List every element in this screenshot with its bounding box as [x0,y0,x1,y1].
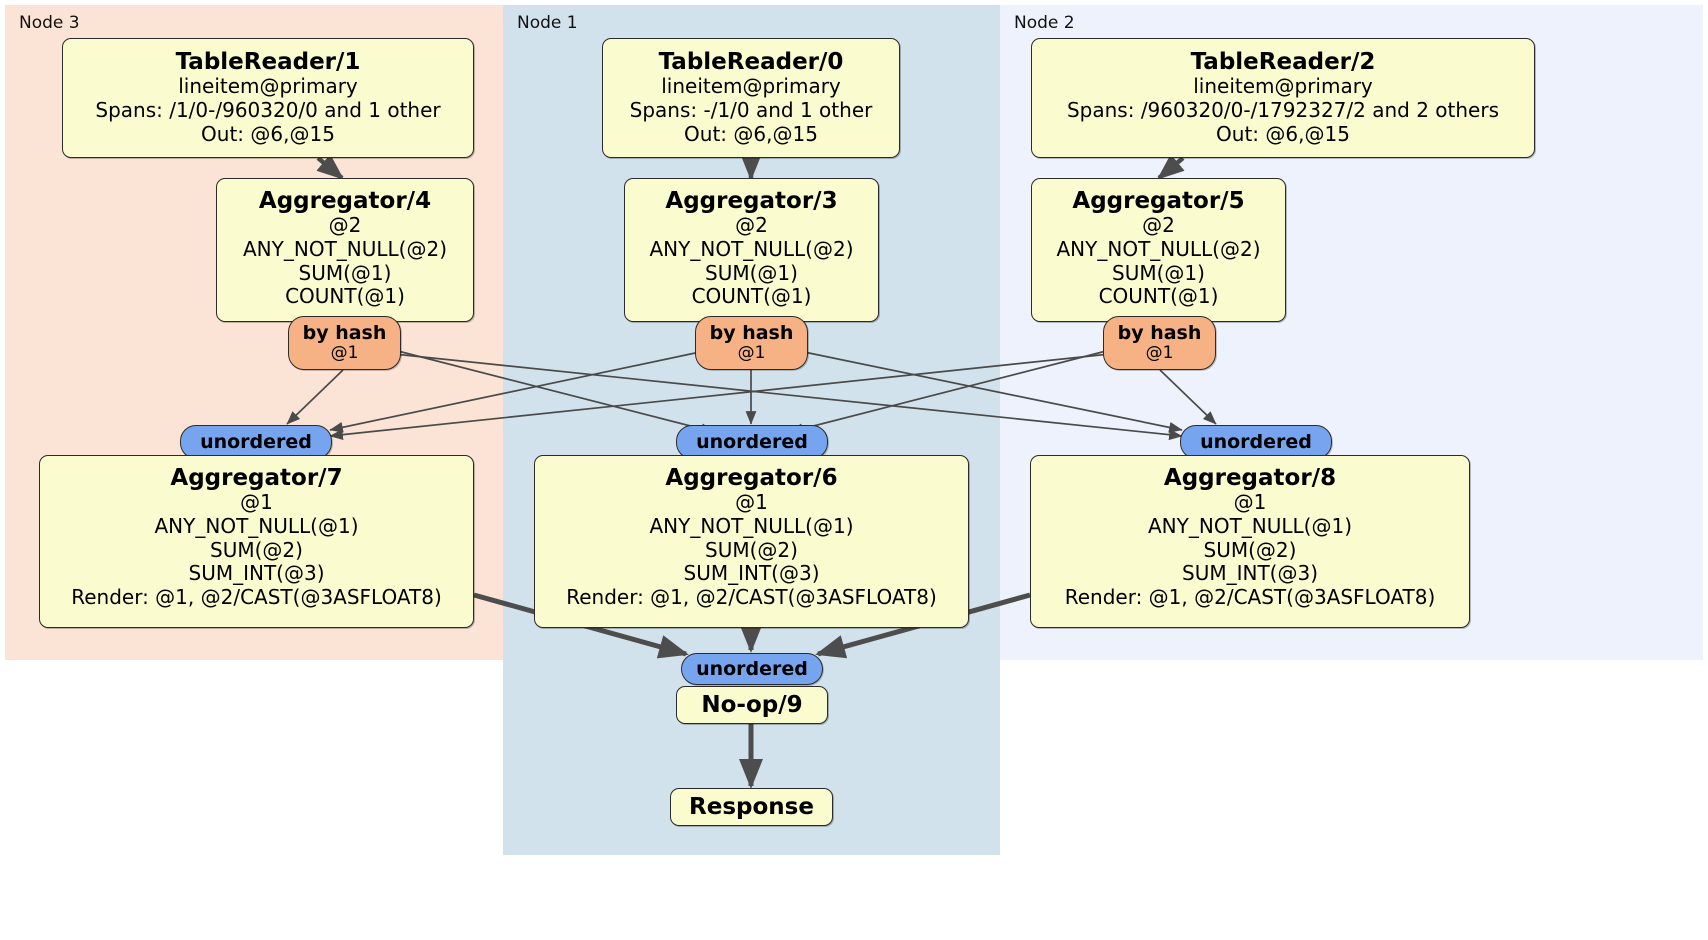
processor-line: @1 [1233,490,1267,515]
processor-line: ANY_NOT_NULL(@2) [1056,237,1261,262]
processor-line: lineitem@primary [661,74,841,99]
node-panel-label-node1: Node 1 [517,13,578,33]
processor-line: SUM_INT(@3) [683,561,820,586]
processor-title: Aggregator/4 [258,188,432,214]
processor-line: COUNT(@1) [1098,284,1219,309]
processor-aggregator7[interactable]: Aggregator/7 @1 ANY_NOT_NULL(@1) SUM(@2)… [39,455,474,628]
processor-aggregator4[interactable]: Aggregator/4 @2 ANY_NOT_NULL(@2) SUM(@1)… [216,178,474,322]
processor-line: @1 [735,490,768,515]
router-label: by hash [302,321,387,344]
processor-tablereader1[interactable]: TableReader/1 lineitem@primary Spans: /1… [62,38,474,158]
processor-line: Render: @1, @2/CAST(@3ASFLOAT8) [566,584,937,609]
processor-line: ANY_NOT_NULL(@1) [1148,514,1352,539]
synchronizer-unordered9[interactable]: unordered [681,653,823,685]
processor-aggregator6[interactable]: Aggregator/6 @1 ANY_NOT_NULL(@1) SUM(@2)… [534,455,969,628]
processor-response[interactable]: Response [670,788,833,826]
processor-tablereader2[interactable]: TableReader/2 lineitem@primary Spans: /9… [1031,38,1535,158]
synchronizer-label: unordered [696,430,808,453]
processor-line: SUM(@1) [298,260,392,285]
processor-line: SUM(@2) [210,537,303,562]
processor-line: ANY_NOT_NULL(@2) [243,237,447,262]
synchronizer-unordered7[interactable]: unordered [180,425,332,459]
processor-line: COUNT(@1) [285,284,405,309]
router-columns: @1 [330,342,359,363]
processor-line: Out: @6,@15 [684,121,818,146]
processor-line: SUM(@2) [705,537,798,562]
router-hash4[interactable]: by hash @1 [288,316,401,370]
processor-line: SUM_INT(@3) [1182,561,1318,586]
processor-aggregator3[interactable]: Aggregator/3 @2 ANY_NOT_NULL(@2) SUM(@1)… [624,178,879,322]
processor-aggregator8[interactable]: Aggregator/8 @1 ANY_NOT_NULL(@1) SUM(@2)… [1030,455,1470,628]
processor-noop9[interactable]: No-op/9 [676,686,828,724]
processor-line: Spans: /960320/0-/1792327/2 and 2 others [1066,98,1499,123]
processor-tablereader0[interactable]: TableReader/0 lineitem@primary Spans: -/… [602,38,900,158]
router-columns: @1 [1145,342,1174,363]
router-columns: @1 [737,342,766,363]
processor-title: Aggregator/5 [1072,188,1245,214]
processor-line: lineitem@primary [178,74,358,99]
processor-line: @2 [1142,213,1175,238]
processor-title: Aggregator/6 [665,465,838,491]
processor-title: TableReader/0 [658,49,844,75]
processor-line: @2 [735,213,768,238]
router-hash5[interactable]: by hash @1 [1103,316,1216,370]
processor-line: SUM_INT(@3) [188,561,325,586]
processor-title: Aggregator/8 [1163,465,1337,491]
router-label: by hash [1117,321,1202,344]
synchronizer-label: unordered [200,430,312,453]
router-label: by hash [709,321,794,344]
processor-title: Response [689,793,814,820]
processor-line: SUM(@1) [1112,260,1205,285]
processor-line: Render: @1, @2/CAST(@3ASFLOAT8) [1064,584,1436,609]
processor-line: SUM(@1) [705,260,798,285]
processor-line: @1 [240,490,273,515]
processor-line: SUM(@2) [1203,537,1297,562]
processor-line: Render: @1, @2/CAST(@3ASFLOAT8) [71,584,442,609]
synchronizer-label: unordered [1200,430,1312,453]
router-hash3[interactable]: by hash @1 [695,316,808,370]
processor-line: lineitem@primary [1193,74,1373,99]
processor-line: ANY_NOT_NULL(@1) [154,514,359,539]
synchronizer-unordered8[interactable]: unordered [1180,425,1332,459]
synchronizer-unordered6[interactable]: unordered [676,425,828,459]
processor-title: Aggregator/7 [170,465,343,491]
synchronizer-label: unordered [696,657,808,680]
processor-line: Out: @6,@15 [1216,121,1350,146]
processor-line: ANY_NOT_NULL(@2) [649,237,854,262]
processor-line: COUNT(@1) [691,284,812,309]
processor-title: Aggregator/3 [665,188,838,214]
processor-title: No-op/9 [701,691,803,718]
processor-line: @2 [328,213,362,238]
node-panel-label-node2: Node 2 [1014,13,1075,33]
processor-line: ANY_NOT_NULL(@1) [649,514,854,539]
processor-title: TableReader/2 [1190,49,1376,75]
processor-title: TableReader/1 [175,49,361,75]
node-panel-label-node3: Node 3 [19,13,80,33]
processor-line: Spans: -/1/0 and 1 other [629,98,873,123]
processor-line: Out: @6,@15 [201,121,335,146]
processor-aggregator5[interactable]: Aggregator/5 @2 ANY_NOT_NULL(@2) SUM(@1)… [1031,178,1286,322]
processor-line: Spans: /1/0-/960320/0 and 1 other [95,98,441,123]
